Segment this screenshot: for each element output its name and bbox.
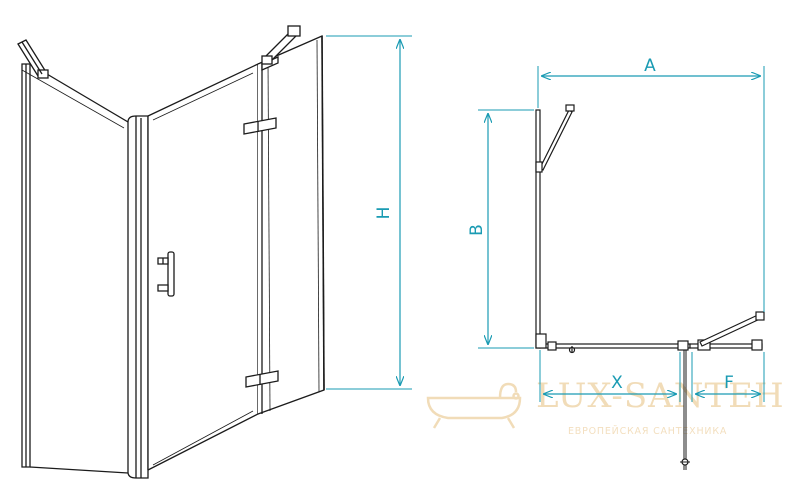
label-a: A: [644, 56, 656, 76]
label-x: X: [611, 373, 623, 393]
corner-profile: [128, 116, 148, 478]
label-b: B: [467, 224, 487, 236]
label-f: F: [724, 373, 734, 393]
watermark-brand: LUX-SANTEH: [536, 376, 785, 416]
top-front-panel: [536, 334, 762, 353]
dimension-h: H: [326, 36, 412, 389]
fixed-panel: [258, 36, 324, 414]
dimension-b: B: [467, 110, 534, 348]
hinged-door: [148, 64, 258, 470]
top-side-panel: [536, 110, 540, 348]
bathtub-logo-icon: [428, 384, 520, 428]
label-h: H: [374, 207, 394, 220]
watermark-tagline: ЕВРОПЕЙСКАЯ САНТЕХНИКА: [568, 425, 727, 437]
shower-perspective: [18, 26, 324, 478]
top-bracket-side-icon: [536, 105, 574, 172]
side-panel: [22, 64, 128, 473]
dimension-a: A: [538, 56, 764, 312]
